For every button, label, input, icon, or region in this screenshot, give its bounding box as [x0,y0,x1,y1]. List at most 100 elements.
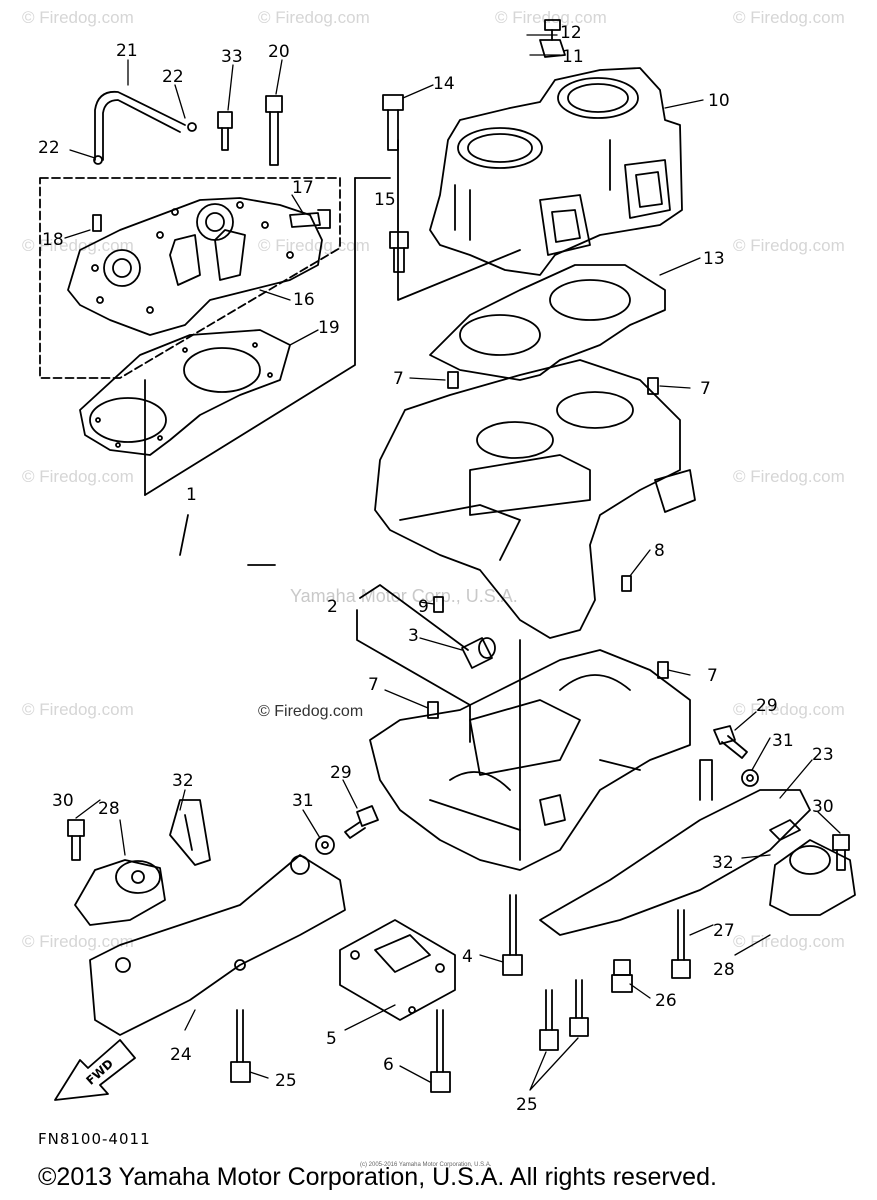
part-29-bolt [344,805,379,839]
watermark: © Firedog.com [733,932,845,951]
part-33-fitting [217,111,233,151]
watermark: © Firedog.com [495,8,607,27]
part-3-bearing [461,637,496,669]
callout-6: 6 [383,1055,394,1075]
watermark: © Firedog.com [733,700,845,719]
part-4-bolt [502,894,523,976]
callout-26: 26 [655,991,677,1011]
callout-16: 16 [293,290,315,310]
part-10-cylinder [429,67,683,276]
part-28-damper [769,839,856,916]
part-17-fitting [289,209,331,229]
part-26-bolt [611,959,633,993]
part-7-dowel [657,661,669,679]
part-14-bolt [382,94,404,151]
callout-13: 13 [703,249,725,269]
watermark: © Firedog.com [258,236,370,255]
part-25-bolt [230,1009,251,1083]
callout-28: 28 [713,960,735,980]
part-23-engine-mount [539,759,811,936]
part-15-bolt [389,231,409,273]
part-8-dowel [621,575,632,592]
callout-10: 10 [708,91,730,111]
watermark: © Firedog.com [258,8,370,27]
part-25-bolt [569,979,589,1037]
callout-1: 1 [186,485,197,505]
fine-print: (c) 2005-2016 Yamaha Motor Corporation, … [360,1162,492,1168]
watermark: © Firedog.com [22,8,134,27]
watermark: © Firedog.com [733,467,845,486]
part-30-bolt [67,819,85,861]
watermark: © Firedog.com [733,236,845,255]
watermark: © Firedog.com [22,467,134,486]
part-21-hose [94,90,186,161]
callout-30: 30 [52,791,74,811]
callout-5: 5 [326,1029,337,1049]
part-32-bracket [169,799,211,866]
part-9-dowel [433,596,444,613]
part-31-washer [315,835,335,855]
part-7-dowel [647,377,659,395]
callout-7: 7 [368,675,379,695]
assembly-reference-lines [144,139,521,861]
callout-25: 25 [516,1095,538,1115]
watermark: © Firedog.com [22,700,134,719]
callout-31: 31 [772,731,794,751]
callout-24: 24 [170,1045,192,1065]
fwd-label: FWD [83,1056,116,1087]
callout-7: 7 [700,379,711,399]
callout-22: 22 [162,67,184,87]
part-22-clip [93,122,197,165]
part-18-dowel [92,214,102,232]
callout-18: 18 [42,230,64,250]
callout-14: 14 [433,74,455,94]
callout-15: 15 [374,190,396,210]
watermark: © Firedog.com [22,932,134,951]
callout-30: 30 [812,797,834,817]
callout-27: 27 [713,921,735,941]
callout-2: 2 [327,597,338,617]
part-20-bolt [265,95,283,166]
part-11-bracket [539,39,566,58]
callout-29: 29 [330,763,352,783]
part-7-dowel [427,701,439,719]
callout-33: 33 [221,47,243,67]
watermark: © Firedog.com [733,8,845,27]
callout-11: 11 [562,47,584,67]
copyright-notice: ©2013 Yamaha Motor Corporation, U.S.A. A… [38,1163,717,1191]
callout-25: 25 [275,1071,297,1091]
part-5-mount [339,919,456,1021]
callout-28: 28 [98,799,120,819]
callout-8: 8 [654,541,665,561]
callout-7: 7 [393,369,404,389]
callout-4: 4 [462,947,473,967]
part-7-dowel [447,371,459,389]
callout-17: 17 [292,178,314,198]
callout-32: 32 [172,771,194,791]
callout-7: 7 [707,666,718,686]
head-cover-group-box [39,177,341,379]
part-13-base-gasket [429,264,666,381]
part-19-head-gasket [79,329,291,456]
part-31-washer [741,769,759,787]
part-25-bolt [539,989,559,1051]
part-6-bolt [430,1009,451,1093]
callout-12: 12 [560,23,582,43]
watermark: © Firedog.com [22,236,134,255]
callout-numbers: 21 22 22 33 20 17 18 16 1 9 14 15 12 11 1… [38,23,834,1115]
callout-22: 22 [38,138,60,158]
callout-23: 23 [812,745,834,765]
part-2-crankcase-upper [374,359,696,639]
part-16-head-cover [67,197,323,336]
part-27-bolt [671,909,691,979]
callout-3: 3 [408,626,419,646]
center-watermark: Yamaha Motor Corp., U.S.A. [290,586,518,606]
body-watermark: © Firedog.com [258,703,364,720]
callout-9: 9 [418,597,429,617]
callout-32: 32 [712,853,734,873]
callout-20: 20 [268,42,290,62]
callout-21: 21 [116,41,138,61]
callout-29: 29 [756,696,778,716]
